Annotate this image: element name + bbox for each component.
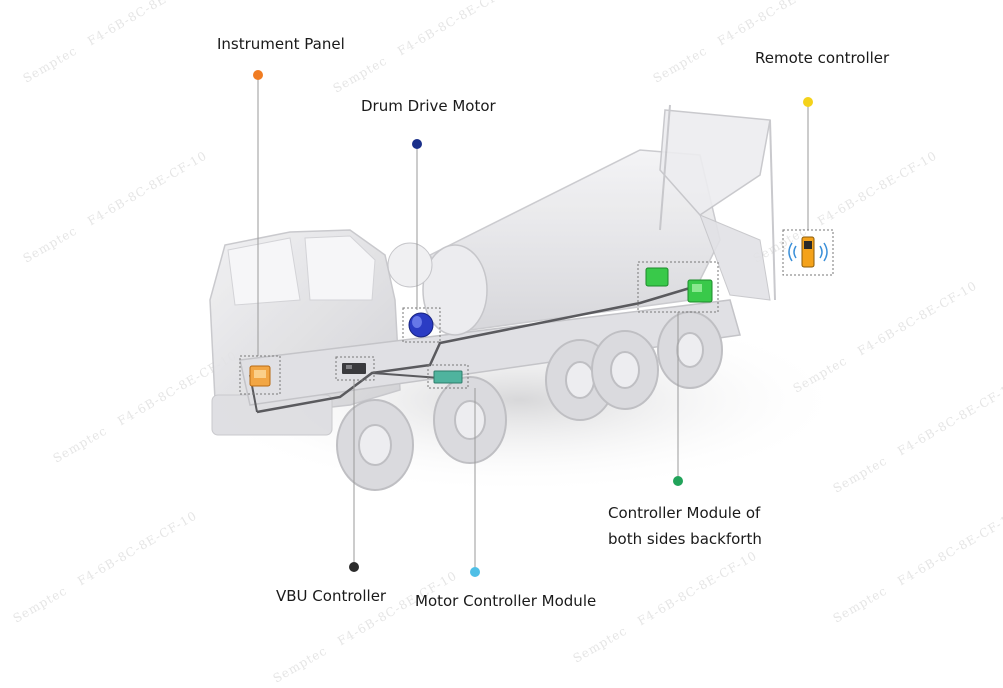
instrument-panel-label: Instrument Panel [217,35,345,53]
drum-drive-motor-label: Drum Drive Motor [361,97,496,115]
instrument-panel-dot [253,70,263,80]
remote-controller-component [788,236,828,268]
instrument-panel-component [249,365,271,387]
vbu-controller-component [342,363,366,374]
callout-lines [257,75,809,572]
mixer-hopper [659,104,776,301]
controller-module-dot [673,476,683,486]
component-boxes [239,229,834,395]
motor-controller-module-label: Motor Controller Module [415,592,597,610]
controller-module-label-line1: Controller Module of [608,504,761,522]
remote-controller-dot [803,97,813,107]
vbu-controller-dot [349,562,359,572]
drum-drive-motor-component [408,312,434,338]
motor-controller-module-component [433,370,463,384]
drum-drive-motor-dot [412,139,422,149]
remote-controller-label: Remote controller [755,49,890,67]
truck-wheels [336,311,723,491]
wiring-harness-branch [371,372,441,379]
vbu-controller-label: VBU Controller [276,587,387,605]
controller-module-component [645,267,713,303]
motor-controller-module-dot [470,567,480,577]
callout-dots [253,70,813,577]
controller-module-label-line2: both sides backforth [608,530,762,548]
controller-module-label: Controller Module of both sides backfort… [608,500,808,552]
